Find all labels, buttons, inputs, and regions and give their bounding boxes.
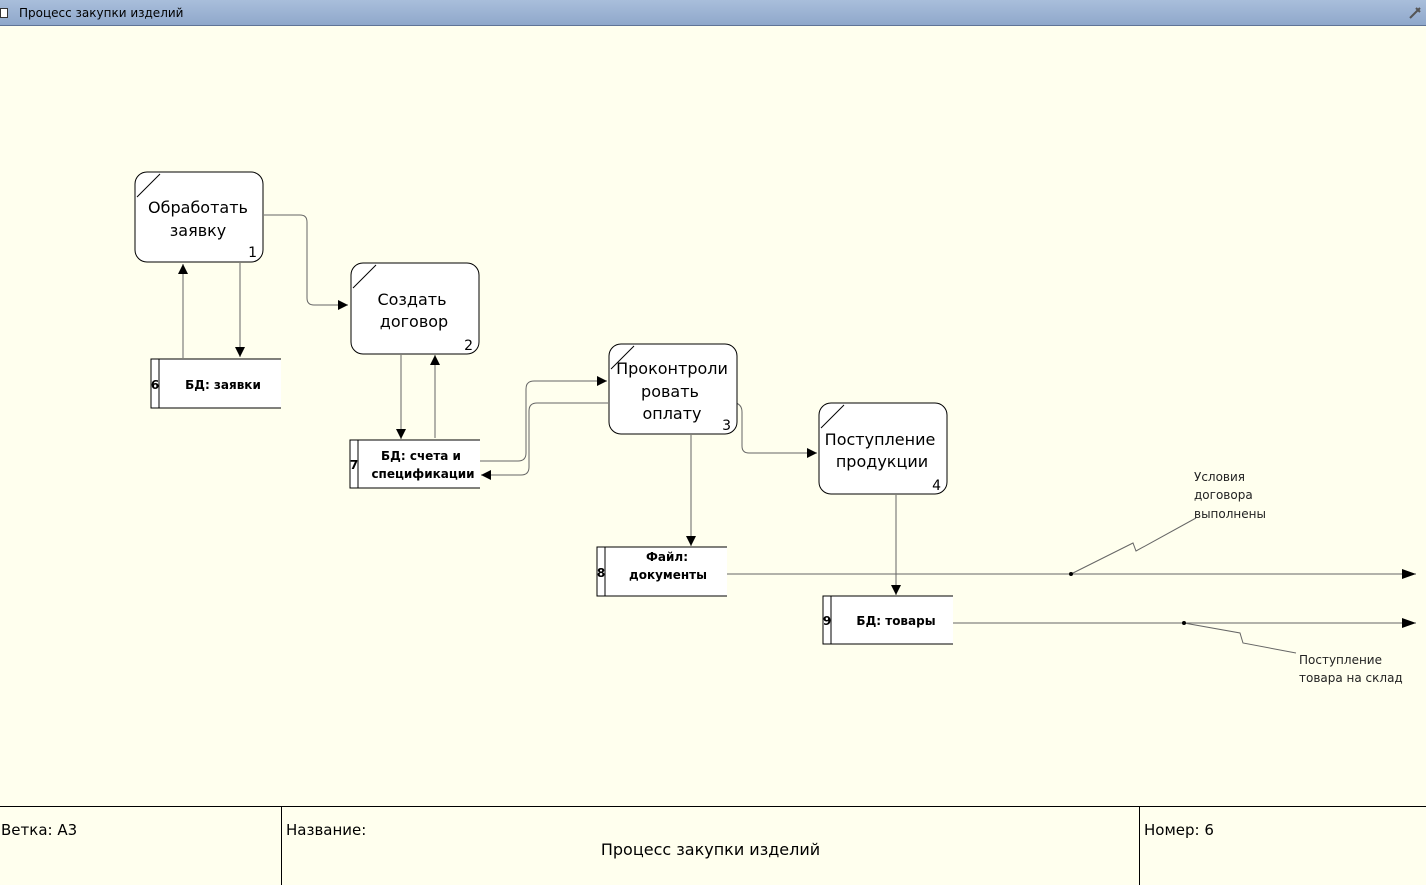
pin-icon[interactable] — [1408, 6, 1422, 20]
note-1[interactable]: Условия договора выполнены — [1194, 470, 1266, 521]
note-connector-1 — [1070, 517, 1197, 575]
process-4-line-1: Поступление — [825, 430, 936, 449]
flow-p1-to-p2[interactable] — [264, 214, 348, 310]
footer-branch-cell: Ветка: А3 — [0, 807, 281, 885]
store-9-label: БД: товары — [856, 614, 935, 628]
note-1-line-3: выполнены — [1194, 507, 1266, 521]
footer-branch: Ветка: А3 — [1, 821, 78, 839]
footer-name-cell: Название: Процесс закупки изделий — [281, 807, 1139, 885]
process-1-line-1: Обработать — [148, 198, 248, 217]
process-4-line-2: продукции — [836, 452, 928, 471]
process-2-line-1: Создать — [377, 290, 446, 309]
process-3-line-2: ровать — [641, 382, 699, 401]
process-3-line-1: Проконтроли — [616, 359, 728, 378]
store-7-label-1: БД: счета и — [381, 449, 461, 463]
process-3[interactable]: Проконтроли ровать оплату 3 — [608, 343, 738, 435]
note-anchor-1 — [1069, 572, 1073, 576]
note-2-line-1: Поступление — [1299, 653, 1382, 667]
store-6-number: 6 — [151, 378, 159, 392]
footer-number-cell: Номер: 6 — [1139, 807, 1426, 885]
note-1-line-1: Условия — [1194, 470, 1245, 484]
process-3-number: 3 — [722, 418, 731, 434]
footer-number: Номер: 6 — [1144, 821, 1214, 839]
store-7[interactable]: 7 БД: счета и спецификации — [349, 439, 480, 489]
note-connector-2 — [1183, 622, 1297, 654]
window-menu-icon[interactable] — [0, 8, 8, 18]
note-1-line-2: договора — [1194, 488, 1253, 502]
note-anchor-2 — [1182, 621, 1186, 625]
process-1-line-2: заявку — [170, 221, 227, 240]
window-titlebar: Процесс закупки изделий — [0, 0, 1426, 26]
diagram-footer: Ветка: А3 Название: Процесс закупки изде… — [0, 806, 1426, 885]
window-title: Процесс закупки изделий — [19, 6, 184, 20]
store-6[interactable]: 6 БД: заявки — [150, 358, 281, 409]
store-9-number: 9 — [823, 614, 831, 628]
store-7-number: 7 — [350, 458, 358, 472]
flow-p3-to-p4[interactable] — [735, 402, 817, 458]
diagram-canvas: Обработать заявку 1 Создать договор 2 Пр… — [134, 171, 1416, 685]
footer-name-value: Процесс закупки изделий — [600, 840, 821, 859]
store-7-label-2: спецификации — [371, 467, 474, 481]
store-9[interactable]: 9 БД: товары — [822, 595, 953, 645]
store-8[interactable]: 8 Файл: документы — [596, 546, 727, 597]
flow-s7-to-p3[interactable] — [480, 376, 607, 462]
store-6-label: БД: заявки — [185, 378, 261, 392]
process-1[interactable]: Обработать заявку 1 — [134, 171, 264, 263]
footer-name-label: Название: — [286, 821, 367, 839]
store-8-label-2: документы — [629, 568, 707, 582]
process-3-line-3: оплату — [642, 404, 701, 423]
note-2-line-2: товара на склад — [1299, 671, 1403, 685]
process-4-number: 4 — [932, 478, 941, 494]
process-2[interactable]: Создать договор 2 — [350, 262, 480, 355]
process-2-line-2: договор — [380, 312, 448, 331]
process-4[interactable]: Поступление продукции 4 — [818, 402, 948, 495]
note-2[interactable]: Поступление товара на склад — [1299, 653, 1403, 685]
flow-p3-to-s7[interactable] — [481, 402, 608, 480]
store-8-label-1: Файл: — [646, 550, 688, 564]
process-2-number: 2 — [464, 338, 473, 354]
store-8-number: 8 — [597, 566, 605, 580]
process-1-number: 1 — [248, 245, 257, 261]
